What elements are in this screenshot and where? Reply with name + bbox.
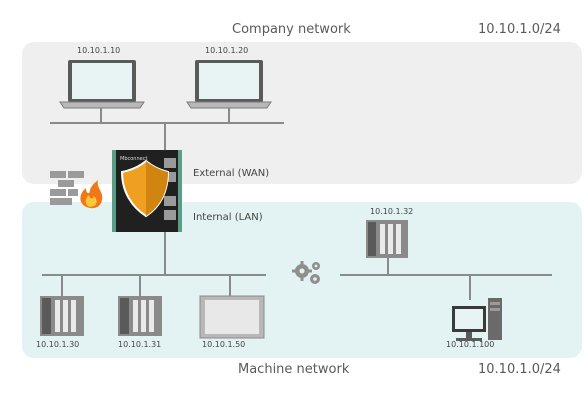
- company-network-subnet: 10.10.1.0/24: [478, 22, 561, 37]
- desktop-pc-icon: [452, 298, 502, 341]
- ip-label-pc: 10.10.1.100: [446, 340, 495, 349]
- ip-label-plc2: 10.10.1.31: [118, 340, 162, 349]
- wan-label: External (WAN): [193, 168, 270, 179]
- shield-icon: [120, 159, 170, 218]
- machine-bus: [42, 232, 552, 300]
- gears-icon: [292, 261, 320, 284]
- laptop-icon: [59, 60, 145, 109]
- ip-label-laptop1: 10.10.1.10: [77, 46, 121, 55]
- machine-network-subnet: 10.10.1.0/24: [478, 362, 561, 377]
- plc-icon: [40, 296, 84, 336]
- company-network-title: Company network: [232, 22, 351, 37]
- firewall-icon: [50, 171, 103, 209]
- ip-label-hmi: 10.10.1.50: [202, 340, 246, 349]
- machine-network-title: Machine network: [238, 362, 350, 377]
- laptop-icon: [186, 60, 272, 109]
- plc-icon: [118, 296, 162, 336]
- ip-label-plc-top: 10.10.1.32: [370, 207, 414, 216]
- plc-icon: [366, 220, 408, 258]
- ip-label-plc1: 10.10.1.30: [36, 340, 80, 349]
- router-brand: Mbconnect: [120, 156, 147, 162]
- ip-label-laptop2: 10.10.1.20: [205, 46, 249, 55]
- lan-label: Internal (LAN): [193, 212, 263, 223]
- hmi-panel-icon: [199, 295, 265, 339]
- company-bus: [50, 104, 284, 150]
